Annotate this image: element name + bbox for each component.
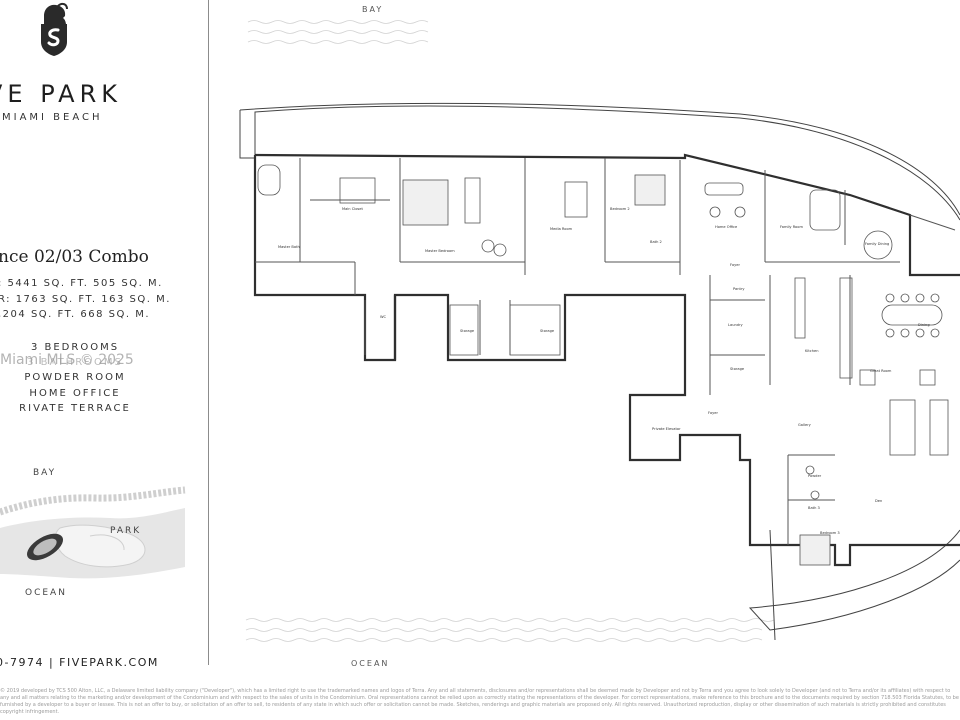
feature-bedrooms: 3 BEDROOMS: [30, 342, 120, 353]
terrace-lower-edge: [748, 529, 960, 631]
label-powder: Powder: [808, 474, 822, 478]
feature-terrace: RIVATE TERRACE: [19, 403, 131, 414]
label-pantry: Pantry: [733, 287, 745, 291]
label-foyer: Foyer: [730, 263, 740, 267]
label-master-closet: Main Closet: [342, 207, 364, 211]
brand-name: VE PARK: [0, 80, 122, 108]
walls: [253, 153, 960, 567]
label-family-dining: Family Dining: [865, 242, 889, 246]
label-dining: Dining: [918, 323, 930, 327]
keymap-ocean-label: OCEAN: [25, 588, 67, 598]
info-panel: VE PARK MIAMI BEACH ence 02/03 Combo : 5…: [0, 0, 210, 690]
label-storage-3: Storage: [730, 367, 745, 371]
interior-walls: [255, 158, 956, 545]
stat-terrace: R: 1763 SQ. FT. 163 SQ. M.: [0, 294, 171, 305]
floor-plan-drawing: Master Bath Main Closet Master Bedroom M…: [239, 20, 960, 642]
label-foyer-2: Foyer: [708, 411, 718, 415]
label-family-room: Family Room: [780, 225, 803, 229]
label-bath3: Bath 3: [808, 506, 820, 510]
label-great-room: Great Room: [870, 369, 892, 373]
feature-powder: POWDER ROOM: [24, 372, 126, 383]
label-laundry: Laundry: [728, 323, 744, 327]
label-master-bath: Master Bath: [278, 245, 300, 249]
stat-interior: ,204 SQ. FT. 668 SQ. M.: [0, 309, 151, 320]
residence-title: ence 02/03 Combo: [0, 247, 149, 267]
label-den: Den: [875, 499, 882, 503]
label-bedroom2: Bedroom 2: [610, 207, 630, 211]
ocean-waves: [245, 618, 775, 642]
key-map-graphic: [0, 486, 186, 579]
label-master-bedroom: Master Bedroom: [425, 249, 455, 253]
mls-watermark: Miami MLS © 2025: [0, 352, 134, 368]
label-media-room: Media Room: [550, 227, 573, 231]
bay-waves: [247, 20, 429, 44]
label-storage-1: Storage: [460, 329, 475, 333]
label-wc: WC: [380, 315, 387, 319]
label-home-office: Home Office: [715, 225, 738, 229]
elephant-logo-icon: [41, 2, 68, 56]
plan-ocean-label: OCEAN: [351, 659, 390, 668]
room-labels: Master Bath Main Closet Master Bedroom M…: [278, 207, 930, 535]
label-bedroom3: Bedroom 3: [820, 531, 840, 535]
keymap-bay-label: BAY: [33, 468, 57, 478]
plan-bay-label: BAY: [362, 5, 384, 14]
label-bath2: Bath 2: [650, 240, 662, 244]
label-kitchen: Kitchen: [805, 349, 819, 353]
keymap-park-label: PARK: [110, 526, 142, 536]
feature-bathrooms: 3 BATHROOMS: [27, 357, 123, 368]
feature-office: HOME OFFICE: [29, 388, 121, 399]
panel-divider: [208, 0, 209, 665]
label-gallery: Gallery: [798, 423, 812, 427]
terrace-upper-edge: [239, 105, 960, 221]
brand-location: MIAMI BEACH: [2, 112, 103, 123]
floor-plan: BAY OCEAN: [210, 0, 960, 690]
stat-total: : 5441 SQ. FT. 505 SQ. M.: [0, 278, 163, 289]
label-private-elevator: Private Elevator: [652, 427, 681, 431]
label-storage-2: Storage: [540, 329, 555, 333]
furniture: [257, 164, 949, 566]
footer-contact[interactable]: 0-7974 | FIVEPARK.COM: [0, 656, 159, 669]
legal-disclaimer: © 2019 developed by TCS 500 Alton, LLC, …: [0, 688, 959, 715]
key-map: BAY PARK OCEAN: [0, 462, 205, 607]
